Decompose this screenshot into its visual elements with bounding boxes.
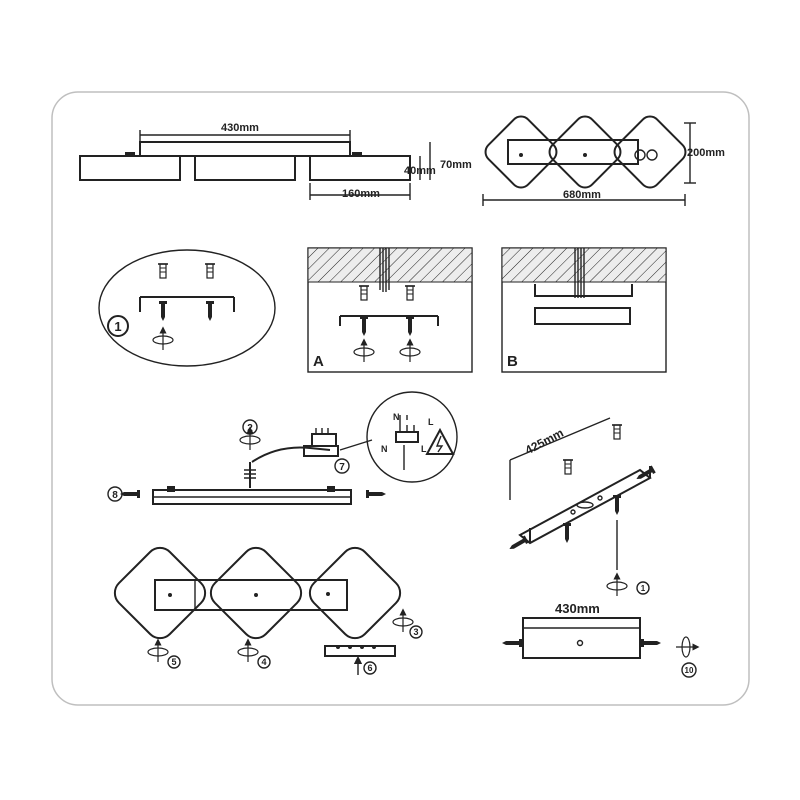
panel-a-label: A — [313, 353, 324, 370]
bottom-fixture — [113, 546, 413, 675]
dim-panel-width: 160mm — [342, 188, 380, 200]
step-badge-8 — [107, 486, 123, 502]
step-badge-2-label: 2 — [247, 423, 253, 434]
step-badge-1 — [107, 315, 129, 337]
step-badge-2 — [242, 419, 258, 435]
dim-mount-width: 430mm — [555, 601, 600, 616]
bracket-mounting — [507, 417, 656, 596]
step-badge-1b — [636, 581, 650, 595]
step-badge-7 — [334, 458, 350, 474]
high-voltage-warning-icon — [425, 427, 455, 455]
step-badge-3 — [409, 625, 423, 639]
front-view-drawing — [482, 115, 696, 206]
wire-l: L — [428, 417, 434, 427]
step-badge-10-label: 10 — [685, 666, 694, 675]
dim-height-total: 70mm — [440, 159, 472, 171]
wiring-assembly — [120, 391, 458, 505]
wire-l2: L — [421, 444, 427, 454]
dim-height-body: 40mm — [404, 165, 436, 177]
step-badge-1b-label: 1 — [641, 584, 646, 593]
step-badge-8-label: 8 — [112, 490, 118, 501]
wire-n2: N — [381, 444, 388, 454]
step-badge-6 — [363, 661, 377, 675]
dim-front-width: 680mm — [563, 189, 601, 201]
side-view-drawing — [79, 130, 431, 200]
step1-mount-detail — [98, 249, 276, 367]
panel-b — [501, 247, 667, 373]
outer-frame — [51, 91, 750, 706]
step-badge-7-label: 7 — [339, 462, 345, 473]
step-badge-4-label: 4 — [261, 657, 266, 667]
mount-plate — [502, 617, 696, 659]
step-badge-4 — [257, 655, 271, 669]
dim-top-width: 430mm — [221, 122, 259, 134]
dim-bracket-span: 425mm — [523, 426, 566, 458]
step-badge-10 — [681, 662, 697, 678]
wire-n: N — [393, 412, 400, 422]
step-badge-5-label: 5 — [171, 657, 176, 667]
step-badge-3-label: 3 — [413, 627, 418, 637]
step-badge-6-label: 6 — [367, 663, 372, 673]
panel-b-label: B — [507, 353, 518, 370]
panel-a — [307, 247, 473, 373]
step-badge-5 — [167, 655, 181, 669]
dim-front-height: 200mm — [687, 147, 725, 159]
step-badge-1-label: 1 — [114, 319, 121, 334]
